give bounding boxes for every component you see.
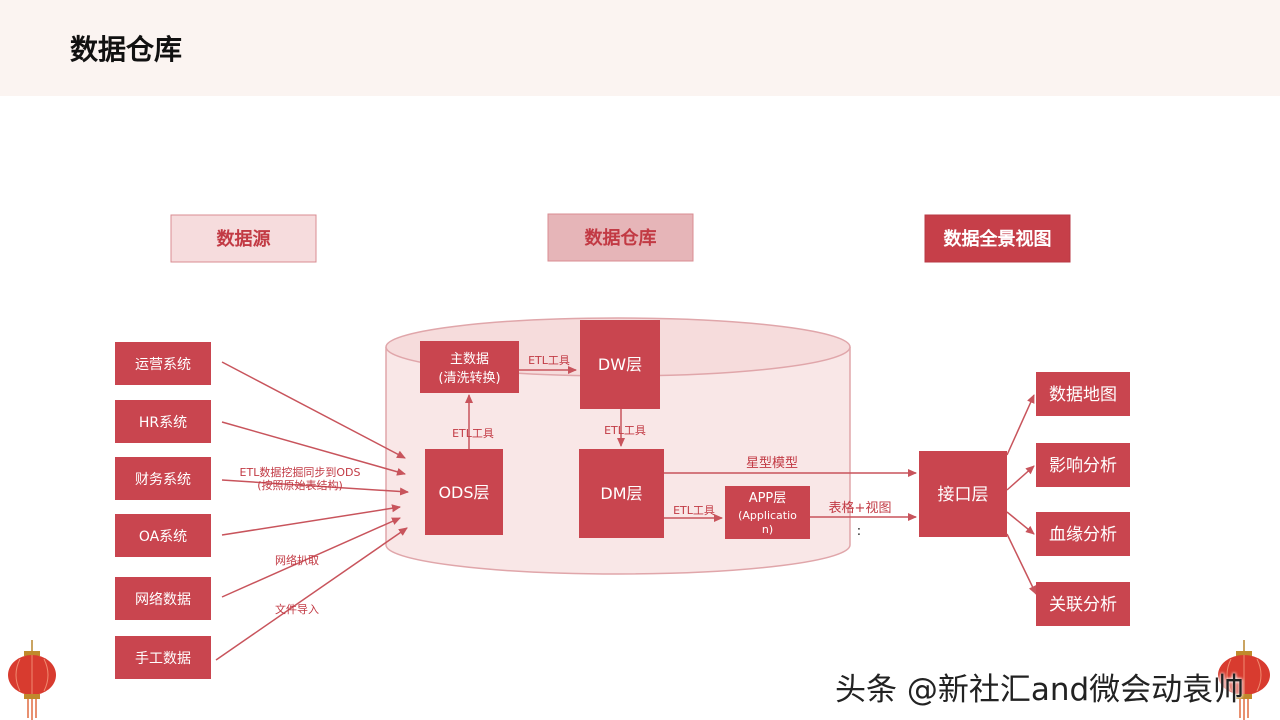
source-label-manual: 手工数据 <box>135 651 191 667</box>
ods-layer-label: ODS层 <box>438 483 489 502</box>
app-layer-box <box>725 486 810 539</box>
etl-sync-label: ETL数据挖掘同步到ODS <box>240 465 361 479</box>
etl-ods-master-label: ETL工具 <box>452 427 494 440</box>
arrow-interface-relation <box>1006 533 1037 595</box>
source-box-web <box>115 577 211 620</box>
output-box-impact <box>1036 443 1130 487</box>
etl-top-label: ETL工具 <box>528 354 570 367</box>
arrow-hr-ods <box>221 421 406 476</box>
colon-mark: : <box>857 524 861 539</box>
warehouse-header-label: 数据仓库 <box>585 227 657 249</box>
dm-layer-box <box>579 449 664 538</box>
master-data-label: 主数据 <box>450 352 489 367</box>
arrow-oa-ods <box>221 504 401 536</box>
page-title: 数据仓库 <box>70 33 183 66</box>
interface-layer-box <box>919 451 1007 537</box>
import-label: 文件导入 <box>275 602 319 616</box>
panorama-header-label: 数据全景视图 <box>944 228 1052 250</box>
watermark-text: 头条 @新社汇and微会动袁帅 <box>835 672 1245 708</box>
arrow-manual-ods <box>215 527 408 661</box>
ods-layer-box <box>425 449 503 535</box>
output-box-relation <box>1036 582 1130 626</box>
output-label-lineage: 血缘分析 <box>1049 525 1117 545</box>
output-label-relation: 关联分析 <box>1049 595 1117 615</box>
source-label-oa: OA系统 <box>139 529 187 545</box>
app-layer-sublabel: (Applicatio <box>738 509 797 522</box>
header-bar: 数据仓库 <box>0 0 1280 96</box>
source-box-ops <box>115 342 211 385</box>
source-label-web: 网络数据 <box>135 592 191 608</box>
arrow-interface-impact <box>1006 465 1035 491</box>
arrow-finance-ods <box>221 479 409 496</box>
etl-dm-app-label: ETL工具 <box>673 504 715 517</box>
dm-layer-label: DM层 <box>600 484 642 503</box>
etl-sync-sublabel: (按照原始表结构) <box>257 478 343 492</box>
warehouse-header-box <box>547 213 694 262</box>
table-view-label: 表格+视图 <box>829 500 892 516</box>
sources-header-label: 数据源 <box>217 228 271 250</box>
etl-dw-dm-label: ETL工具 <box>604 424 646 437</box>
app-layer-label: APP层 <box>749 491 787 506</box>
master-data-sublabel: (清洗转换) <box>438 371 500 386</box>
arrow-web-ods <box>221 517 401 598</box>
output-box-lineage <box>1036 512 1130 556</box>
arrow-interface-lineage <box>1006 511 1035 535</box>
app-layer-sublabel-2: n) <box>762 523 773 536</box>
sources-header-box <box>170 214 317 263</box>
arrow-ops-ods <box>221 361 406 459</box>
panorama-header-box <box>924 214 1071 263</box>
lantern-right-icon <box>1218 640 1270 720</box>
source-box-finance <box>115 457 211 500</box>
source-box-oa <box>115 514 211 557</box>
dw-layer-box <box>580 320 660 409</box>
interface-layer-label: 接口层 <box>938 485 989 505</box>
lantern-left-icon <box>8 640 56 720</box>
star-model-label: 星型模型 <box>746 456 798 471</box>
dw-layer-label: DW层 <box>598 355 642 374</box>
output-label-impact: 影响分析 <box>1049 456 1117 476</box>
crawl-label: 网络扒取 <box>275 553 319 567</box>
source-label-ops: 运营系统 <box>135 357 191 373</box>
source-box-manual <box>115 636 211 679</box>
source-label-hr: HR系统 <box>139 415 187 431</box>
source-box-hr <box>115 400 211 443</box>
arrow-interface-map <box>1006 394 1035 456</box>
output-label-data-map: 数据地图 <box>1049 385 1117 405</box>
master-data-box <box>420 341 519 393</box>
output-box-data-map <box>1036 372 1130 416</box>
source-label-finance: 财务系统 <box>135 472 191 488</box>
